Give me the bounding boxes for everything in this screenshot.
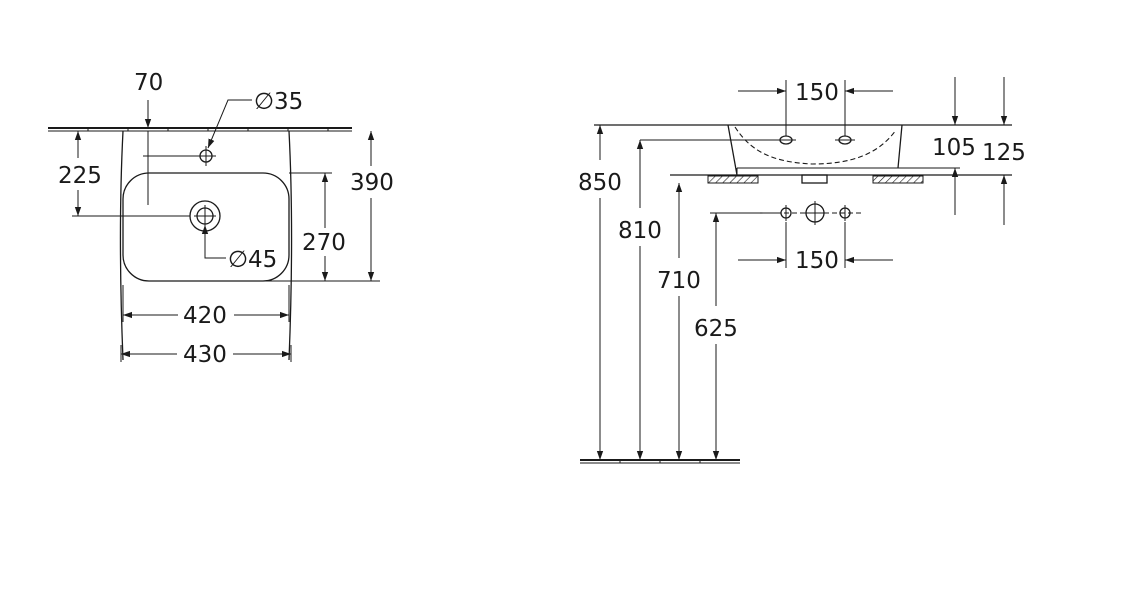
basin-profile: [727, 124, 903, 176]
tap-holes-side: [776, 135, 855, 145]
dim-depth-total: 390: [350, 170, 394, 196]
dim-total-height: 125: [982, 140, 1026, 166]
dim-tap-spacing-bottom: 150: [795, 248, 839, 274]
basin-outer-outline: [119, 130, 124, 361]
top-view: 70 ∅35 225 ∅45 270 390 420 430: [48, 70, 394, 368]
dim-base-height: 710: [657, 268, 701, 294]
dim-bowl-depth: 270: [302, 230, 346, 256]
dim-tap-height: 810: [618, 218, 662, 244]
dim-bowl-width: 420: [183, 303, 227, 329]
dim-tap-offset: 70: [134, 70, 163, 96]
dim-rim-height: 850: [578, 170, 622, 196]
side-view: 150 105 125 850 810 710: [578, 77, 1026, 464]
dim-tap-spacing-top: 150: [795, 80, 839, 106]
dim-bowl-height: 105: [932, 135, 976, 161]
hatch-bracket-left: [707, 175, 759, 184]
dim-tap-hole: ∅35: [254, 89, 303, 115]
hatch-bracket-right: [872, 175, 924, 184]
dim-drain-from-wall: 225: [58, 163, 102, 189]
basin-bowl-outline: [122, 172, 290, 282]
tap-hole: [196, 146, 216, 166]
dim-waste-height: 625: [694, 316, 738, 342]
wall-line-top-view: [48, 127, 352, 132]
dim-total-width: 430: [183, 342, 227, 368]
dim-drain-hole: ∅45: [228, 247, 277, 273]
holes-row: [760, 201, 862, 225]
floor-line: [580, 459, 740, 464]
